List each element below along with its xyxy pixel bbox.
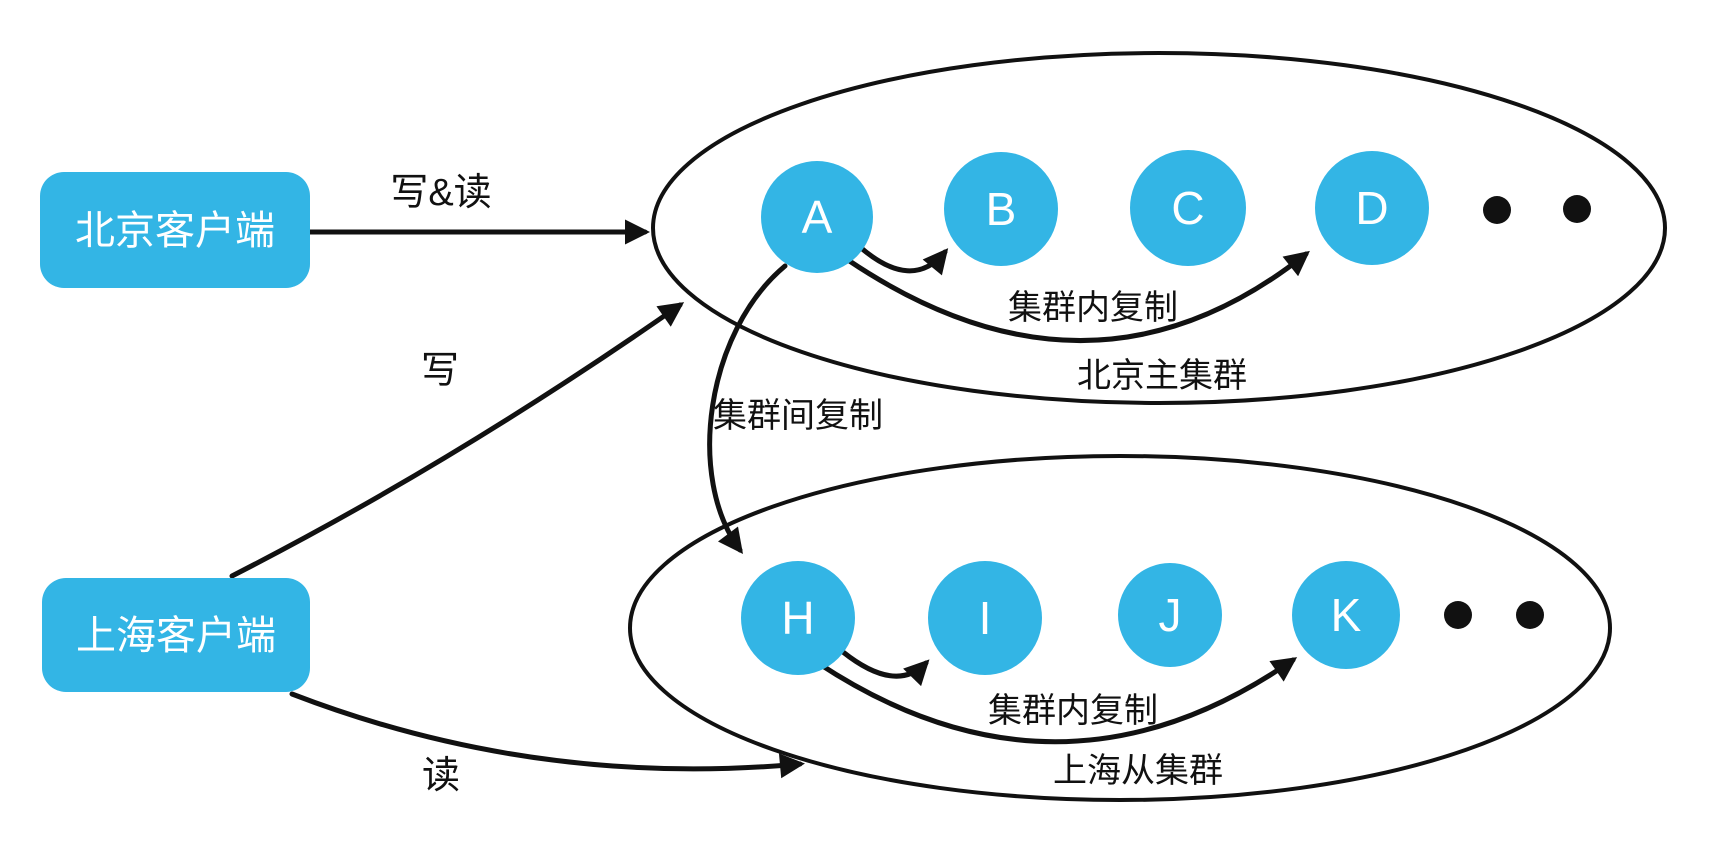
node-label: H	[781, 592, 814, 644]
edge-inter-cluster-replication	[707, 263, 788, 555]
client-edges: 写&读 写 读 集群间复制	[229, 172, 883, 797]
node-label: I	[979, 592, 992, 644]
node-label: B	[986, 183, 1017, 235]
edge-read	[289, 691, 805, 779]
shanghai-cluster-ellipse	[628, 454, 1612, 802]
node-label: C	[1171, 182, 1204, 234]
node-circle	[944, 152, 1058, 266]
node-d: D	[1315, 151, 1429, 265]
node-label: K	[1331, 589, 1362, 641]
node-circle	[1315, 151, 1429, 265]
node-k: K	[1292, 561, 1400, 669]
shanghai-client-label: 上海客户端	[76, 614, 276, 658]
node-j: J	[1118, 563, 1222, 667]
client-box-shape	[42, 578, 310, 692]
beijing-client-box: 北京客户端	[40, 172, 310, 288]
edge-write	[229, 302, 685, 579]
node-label: D	[1355, 182, 1388, 234]
shanghai-intra-replication-label: 集群内复制	[988, 692, 1158, 730]
replication-arrow-h-to-i	[840, 649, 930, 687]
replication-arrow-a-to-b	[857, 244, 949, 276]
beijing-intra-replication-label: 集群内复制	[1008, 289, 1178, 327]
beijing-cluster-name: 北京主集群	[1077, 357, 1247, 395]
node-h: H	[741, 561, 855, 675]
node-circle	[761, 161, 873, 273]
node-label: J	[1159, 589, 1182, 641]
node-circle	[1292, 561, 1400, 669]
client-box-shape	[40, 172, 310, 288]
edge-write-label: 写	[421, 350, 459, 392]
node-circle	[928, 561, 1042, 675]
shanghai-client-box: 上海客户端	[42, 578, 310, 692]
node-b: B	[944, 152, 1058, 266]
ellipsis-dot	[1516, 601, 1544, 629]
ellipsis-dot	[1483, 196, 1511, 224]
node-circle	[741, 561, 855, 675]
edge-write-read-label: 写&读	[390, 172, 491, 214]
node-a: A	[761, 161, 873, 273]
replication-arrow-a-to-d	[845, 250, 1310, 343]
beijing-cluster-group: A B C D 集群内复制 北京主集群	[651, 51, 1667, 405]
node-i: I	[928, 561, 1042, 675]
edge-inter-cluster-label: 集群间复制	[713, 397, 883, 435]
node-label: A	[802, 191, 833, 243]
beijing-client-label: 北京客户端	[75, 209, 275, 253]
ellipsis-dot	[1563, 195, 1591, 223]
edge-read-label: 读	[422, 755, 460, 797]
replication-arrow-h-to-k	[815, 657, 1298, 745]
ellipsis-dot	[1444, 601, 1472, 629]
node-circle	[1118, 563, 1222, 667]
node-c: C	[1130, 150, 1246, 266]
beijing-cluster-ellipse	[651, 51, 1667, 405]
shanghai-cluster-group: H I J K 集群内复制 上海从集群	[628, 454, 1612, 802]
node-circle	[1130, 150, 1246, 266]
shanghai-cluster-name: 上海从集群	[1053, 752, 1223, 790]
